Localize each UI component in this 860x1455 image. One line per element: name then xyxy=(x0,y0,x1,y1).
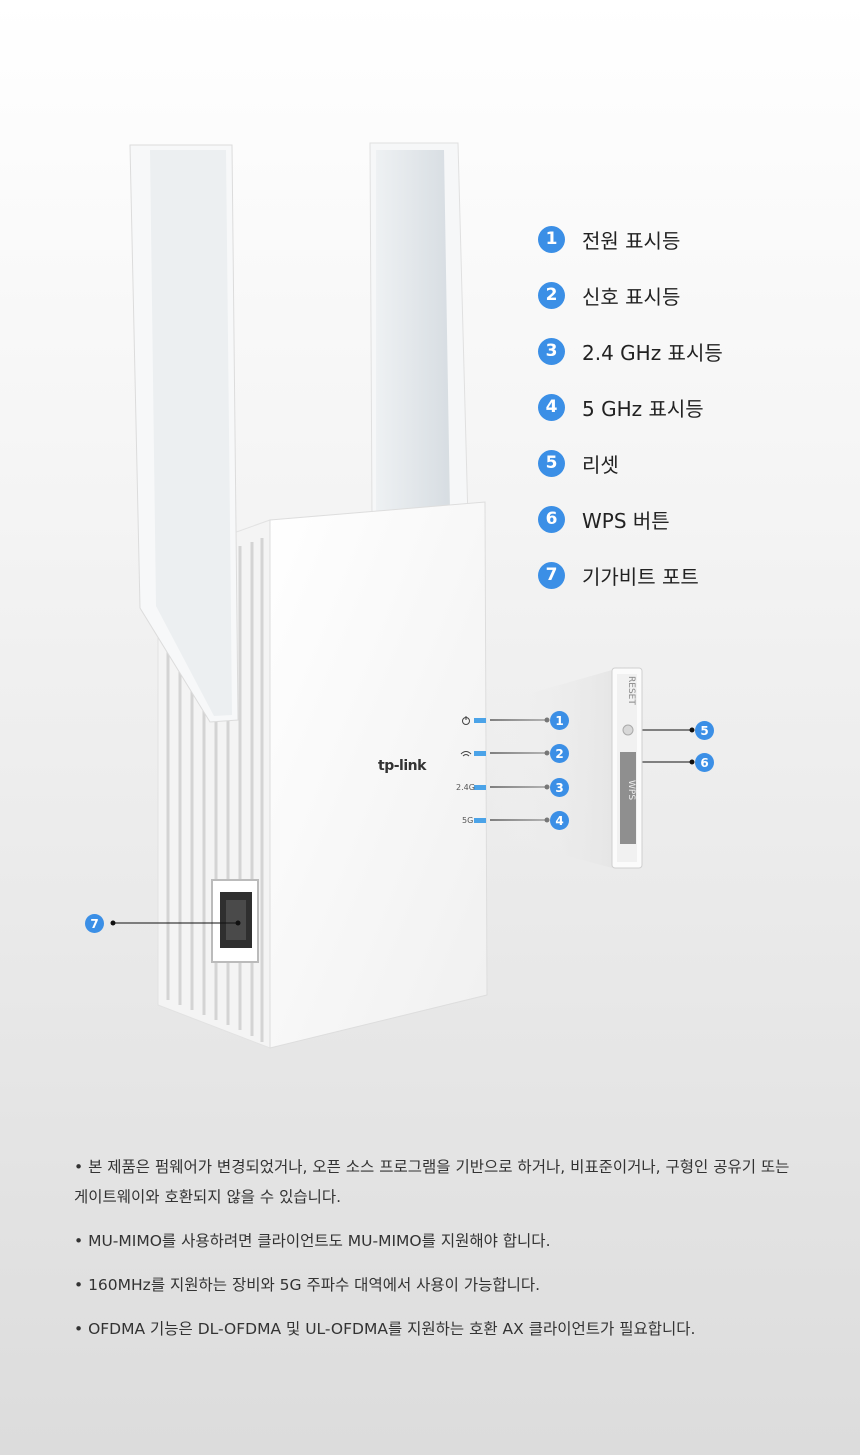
reset-label: RESET xyxy=(626,676,636,705)
product-notes: • 본 제품은 펌웨어가 변경되었거나, 오픈 소스 프로그램을 기반으로 하거… xyxy=(74,1152,794,1358)
side-detail xyxy=(611,667,643,869)
callout-2: 2 xyxy=(550,744,569,763)
callout-3: 3 xyxy=(550,778,569,797)
legend-item: 1 전원 표시등 xyxy=(538,225,723,253)
led-indicators xyxy=(460,716,486,823)
number-badge: 6 xyxy=(538,505,565,533)
note-160mhz: • 160MHz를 지원하는 장비와 5G 주파수 대역에서 사용이 가능합니다… xyxy=(74,1276,541,1294)
number-badge: 1 xyxy=(538,225,565,253)
number-badge: 5 xyxy=(538,449,565,477)
number-badge: 3 xyxy=(538,337,565,365)
number-badge: 2 xyxy=(538,281,565,309)
legend-label: 리셋 xyxy=(582,452,619,477)
legend-item: 2 신호 표시등 xyxy=(538,281,723,309)
number-badge: 7 xyxy=(538,561,565,589)
callout-5: 5 xyxy=(695,721,714,740)
legend-item: 6 WPS 버튼 xyxy=(538,505,723,533)
body-front xyxy=(269,501,488,1049)
legend-label: 기가비트 포트 xyxy=(582,564,699,589)
ethernet-port xyxy=(211,879,259,963)
led-label-5g: 5G xyxy=(462,816,474,825)
number-badge: 4 xyxy=(538,393,565,421)
callout-1: 1 xyxy=(550,711,569,730)
legend-item: 3 2.4 GHz 표시등 xyxy=(538,337,723,365)
legend-item: 5 리셋 xyxy=(538,449,723,477)
legend-label: 전원 표시등 xyxy=(582,228,681,253)
callout-6: 6 xyxy=(695,753,714,772)
note-compatibility: • 본 제품은 펌웨어가 변경되었거나, 오픈 소스 프로그램을 기반으로 하거… xyxy=(74,1158,790,1206)
note-mu-mimo: • MU-MIMO를 사용하려면 클라이언트도 MU-MIMO를 지원해야 합니… xyxy=(74,1232,551,1250)
left-antenna xyxy=(129,144,239,723)
callout-4: 4 xyxy=(550,811,569,830)
feature-legend: 1 전원 표시등 2 신호 표시등 3 2.4 GHz 표시등 4 5 GHz … xyxy=(538,225,723,617)
legend-item: 7 기가비트 포트 xyxy=(538,561,723,589)
range-extender-drawing xyxy=(110,142,695,1049)
callout-7: 7 xyxy=(85,914,104,933)
led-label-24g: 2.4G xyxy=(456,783,475,792)
product-illustration: tp-link 2.4G 5G RESET WPS 1 2 3 4 5 6 7 … xyxy=(85,142,723,1049)
legend-item: 4 5 GHz 표시등 xyxy=(538,393,723,421)
legend-label: 2.4 GHz 표시등 xyxy=(582,340,723,365)
right-antenna xyxy=(369,142,469,521)
brand-logo: tp-link xyxy=(378,758,426,774)
legend-label: WPS 버튼 xyxy=(582,508,670,533)
note-ofdma: • OFDMA 기능은 DL-OFDMA 및 UL-OFDMA를 지원하는 호환… xyxy=(74,1320,696,1338)
legend-label: 5 GHz 표시등 xyxy=(582,396,704,421)
wps-label: WPS xyxy=(626,780,636,801)
zoom-cone xyxy=(490,670,612,868)
legend-label: 신호 표시등 xyxy=(582,284,681,309)
